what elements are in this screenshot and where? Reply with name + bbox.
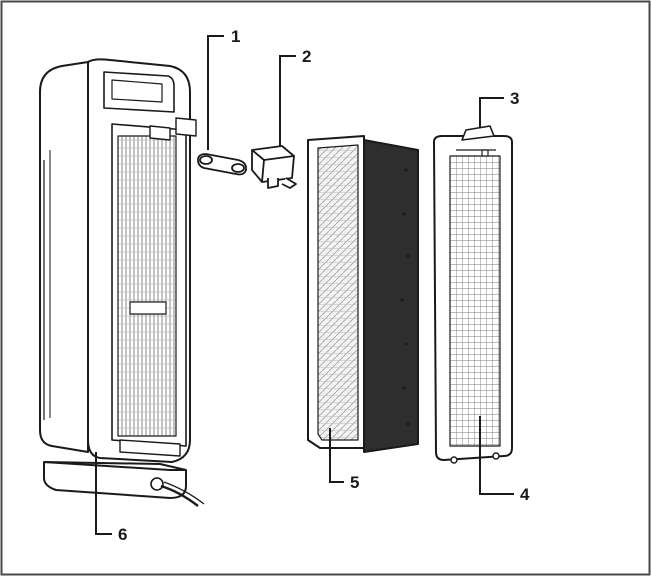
leader-lines bbox=[95, 35, 514, 535]
grille-release-tab bbox=[461, 125, 495, 141]
clip-bracket-part bbox=[251, 145, 297, 189]
hepa-carbon-filter bbox=[307, 135, 419, 453]
leader-line-6 bbox=[95, 452, 112, 535]
leader-line-5 bbox=[329, 428, 344, 483]
power-cord bbox=[160, 484, 199, 507]
pre-filter-grille bbox=[433, 125, 513, 464]
callout-1: 1 bbox=[231, 27, 240, 46]
callout-2: 2 bbox=[302, 47, 311, 66]
callout-3: 3 bbox=[510, 89, 519, 108]
leader-line-2 bbox=[279, 55, 296, 146]
callout-4: 4 bbox=[520, 485, 530, 504]
purifier-base bbox=[43, 461, 187, 499]
callout-6: 6 bbox=[118, 525, 127, 544]
purifier-body bbox=[39, 58, 205, 507]
leader-line-1 bbox=[207, 35, 224, 150]
leader-line-4 bbox=[479, 416, 514, 495]
callout-5: 5 bbox=[350, 473, 359, 492]
leader-line-3 bbox=[479, 97, 504, 128]
carbon-filter bbox=[363, 139, 419, 453]
power-socket bbox=[150, 477, 164, 491]
connector-part bbox=[197, 153, 247, 176]
purifier-back-shell bbox=[39, 61, 89, 453]
